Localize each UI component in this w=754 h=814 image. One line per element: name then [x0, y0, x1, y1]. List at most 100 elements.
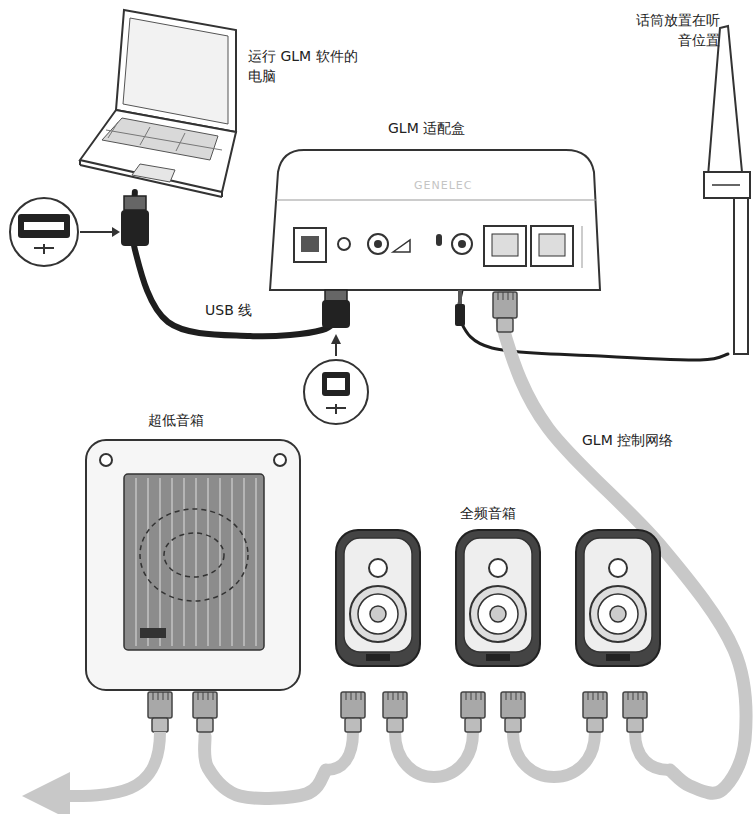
brand-watermark: GENELEC: [414, 176, 472, 196]
subwoofer-illustration: [86, 440, 300, 690]
usb-b-plug: [322, 300, 350, 328]
laptop-illustration: [80, 110, 236, 192]
node-label: 超低音箱: [148, 410, 204, 430]
usb-b-plug: [322, 290, 350, 328]
usb-a-icon: [10, 198, 120, 266]
microphone-illustration: [708, 26, 742, 176]
subwoofer-illustration: [274, 454, 286, 466]
subwoofer-node: 超低音箱: [80, 408, 306, 736]
speaker-illustration: [576, 530, 660, 666]
speaker-illustration: [350, 586, 406, 642]
speaker-illustration: [590, 586, 646, 642]
rj45-plug: [461, 692, 485, 732]
speaker-illustration: [606, 654, 630, 661]
speaker-illustration: [490, 606, 506, 622]
adapter-box-illustration: [458, 240, 466, 248]
rj45-plug: [623, 692, 647, 732]
speaker-illustration: [456, 530, 540, 666]
connector-label: GLM 控制网络: [582, 430, 673, 450]
usb-b-icon: [326, 404, 346, 414]
adapter-box-illustration: [294, 228, 326, 262]
microphone-illustration: [734, 198, 748, 354]
microphone-illustration: [712, 184, 740, 186]
usb-a-icon: [112, 227, 120, 237]
subwoofer-illustration: [100, 454, 112, 466]
laptop-illustration: [108, 122, 118, 138]
node-label: 全频音箱: [460, 503, 516, 523]
microphone-illustration: [704, 26, 750, 354]
adapter-box-illustration: [368, 234, 388, 254]
connector-label: USB 线: [205, 300, 252, 320]
speaker-illustration: [464, 538, 532, 652]
speaker-illustration: [366, 654, 390, 661]
usb-a-icon: [10, 198, 78, 266]
network-cable: [513, 732, 595, 777]
rj45-plug: [193, 692, 217, 732]
adapter-box-illustration: [301, 236, 319, 252]
network-cable: [46, 732, 160, 796]
adapter-box-illustration: [436, 234, 442, 246]
mic-cable: [458, 290, 728, 360]
speaker-illustration: [370, 606, 386, 622]
laptop-illustration: [221, 192, 223, 197]
adapter-box-illustration: [270, 150, 600, 290]
speaker-illustration: [369, 559, 387, 577]
usb-a-plug: [121, 196, 149, 246]
rj45-plug: [583, 692, 607, 732]
adapter-box-illustration: [484, 226, 526, 266]
adapter-box: GLM 适配盒: [270, 112, 600, 290]
mic-jack-plug: [458, 290, 462, 304]
speaker-illustration: [336, 530, 420, 666]
usb-a-icon: [80, 231, 112, 233]
subwoofer-illustration: [86, 440, 300, 690]
usb-a-plug: [121, 210, 149, 246]
usb-a-icon: [34, 244, 54, 254]
speaker-illustration: [478, 594, 518, 634]
speaker-illustration: [609, 559, 627, 577]
microphone-node: 话筒放置在听音位置: [630, 8, 754, 354]
speaker-illustration: [456, 530, 540, 666]
adapter-box-illustration: [492, 234, 518, 256]
subwoofer-illustration: [136, 478, 256, 646]
laptop-illustration: [140, 127, 150, 145]
adapter-box-illustration: [374, 240, 382, 248]
speaker-illustration: [610, 606, 626, 622]
mic-jack-plug: [455, 304, 465, 326]
network-cable: [635, 732, 669, 770]
node-label: 运行 GLM 软件的电脑: [248, 46, 358, 86]
subwoofer-illustration: [140, 509, 248, 601]
rj45-plug: [383, 692, 407, 732]
subwoofer-illustration: [124, 474, 264, 650]
laptop-illustration: [106, 130, 222, 150]
network-cable: [326, 732, 669, 777]
rj45-plug: [148, 692, 172, 732]
subwoofer-illustration: [164, 533, 224, 577]
laptop-illustration: [132, 164, 175, 182]
speaker-illustration: [584, 538, 652, 652]
speaker-illustration: [470, 586, 526, 642]
mic-jack-plug: [455, 290, 465, 326]
speaker-illustration: [576, 530, 660, 666]
usb-b-icon: [304, 334, 368, 424]
usb-a-icon: [18, 214, 70, 238]
node-label: GLM 适配盒: [388, 118, 465, 138]
speaker-illustration: [358, 594, 398, 634]
usb-a-icon: [24, 222, 64, 230]
rj45-plug: [501, 692, 525, 732]
speaker-group: 全频音箱: [326, 498, 670, 788]
laptop-illustration: [123, 18, 228, 124]
adapter-box-illustration: [276, 200, 596, 201]
adapter-box-illustration: [452, 234, 472, 254]
laptop-illustration: [80, 10, 236, 197]
speaker-illustration: [489, 559, 507, 577]
speaker-illustration: [486, 654, 510, 661]
rj45-plug: [341, 692, 365, 732]
usb-a-plug: [124, 196, 146, 210]
adapter-box-illustration: [270, 150, 600, 290]
adapter-box-illustration: [393, 240, 410, 252]
adapter-box-illustration: [582, 226, 583, 268]
subwoofer-illustration: [140, 628, 166, 638]
computer-node: 运行 GLM 软件的电脑: [78, 8, 350, 192]
